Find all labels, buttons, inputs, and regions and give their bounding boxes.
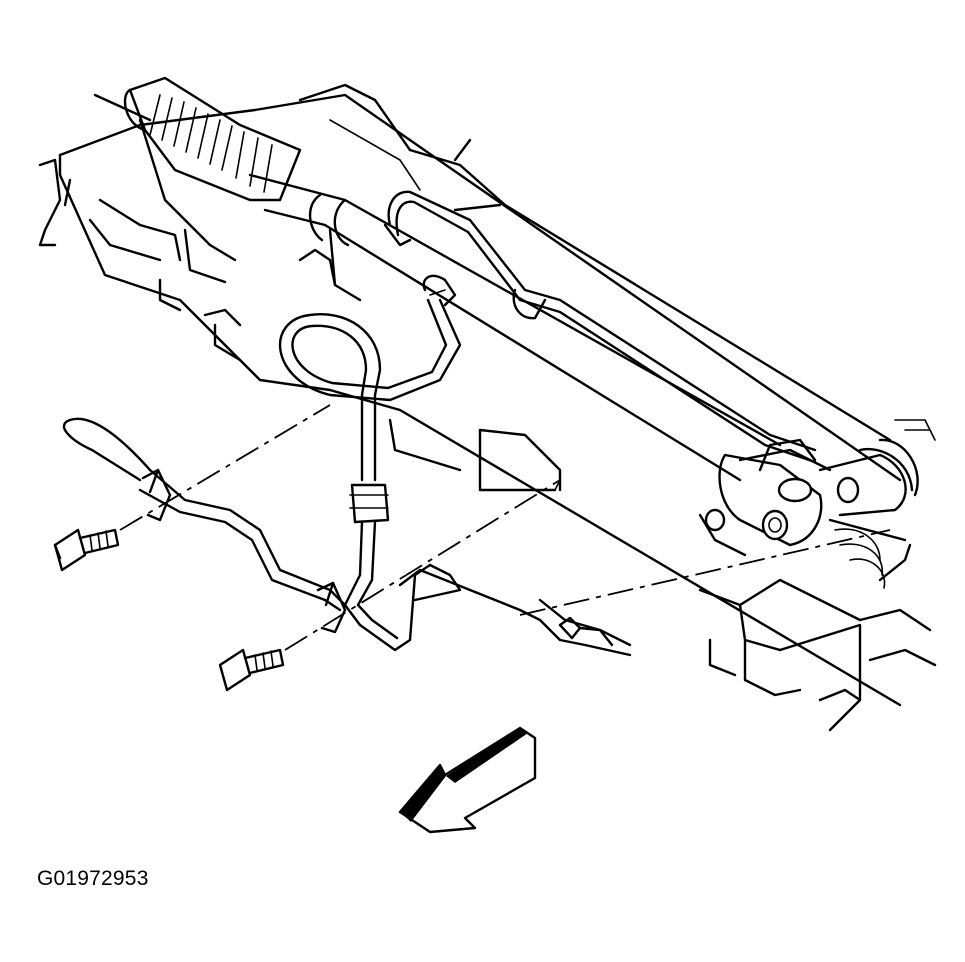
alignment-line [119, 404, 331, 531]
steering-gear-boot-right [894, 419, 936, 441]
clip-lower [316, 581, 347, 634]
pipe-fitting [558, 616, 614, 647]
gear-housing [698, 438, 919, 589]
crossmember [38, 83, 937, 732]
direction-arrow-icon [398, 726, 537, 834]
fluid-pipe-upper [383, 190, 817, 464]
clip-upper [141, 468, 172, 522]
fluid-hose [278, 274, 462, 524]
alignment-line [519, 529, 891, 616]
figure-id-label: G01972953 [37, 867, 149, 890]
bolt-upper-icon [53, 528, 120, 572]
bolt-lower-icon [218, 648, 285, 692]
valve-cap-icon [777, 477, 813, 503]
steering-rack [248, 173, 782, 482]
steering-gear-boot-left [123, 76, 302, 202]
alignment-line [284, 479, 561, 651]
